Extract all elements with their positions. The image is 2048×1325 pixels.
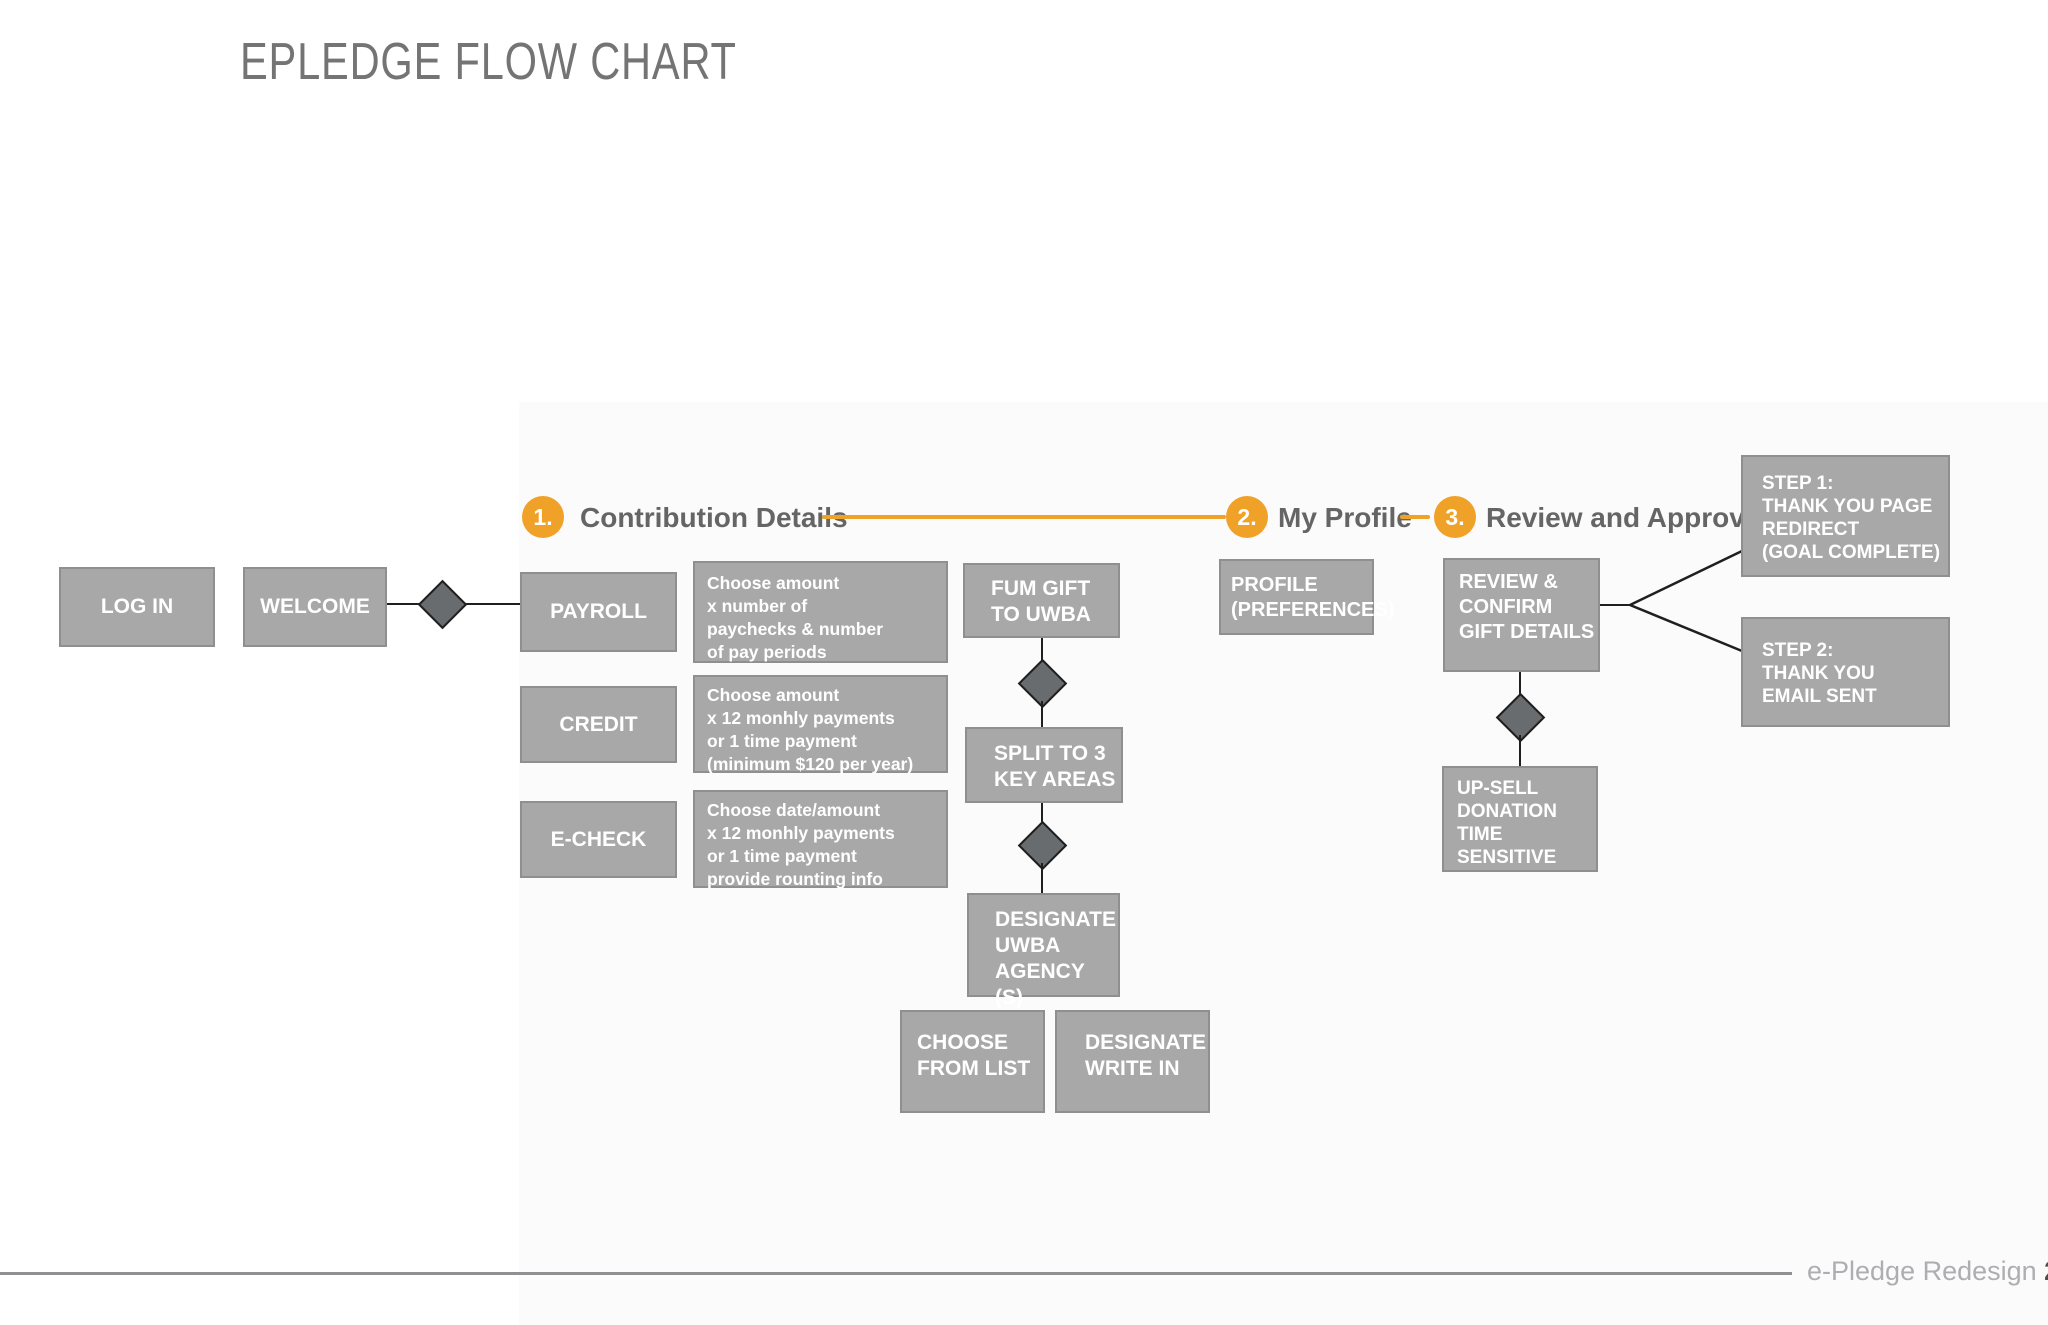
flow-box-review: REVIEW & CONFIRM GIFT DETAILS [1443,558,1600,672]
flow-box-profile: PROFILE (PREFERENCES) [1219,559,1394,635]
flow-box-split: SPLIT TO 3 KEY AREAS [965,727,1123,803]
note-payroll: Choose amount x number of paychecks & nu… [693,561,948,663]
step-2-label: My Profile [1278,502,1412,533]
step-1-badge: 1. [522,496,564,538]
decision-diamond-payment [417,579,468,630]
connector-diamond-upsell [1519,735,1521,766]
flow-box-upsell: UP-SELL DONATION TIME SENSITIVE [1442,766,1598,872]
connector-welcome-diamond [387,603,421,605]
flow-box-payroll: PAYROLL [520,572,677,652]
step-2-badge: 2. [1226,496,1268,538]
step-3-badge: 3. [1434,496,1476,538]
note-credit: Choose amount x 12 monhly payments or 1 … [693,675,948,774]
footer-rule [0,1272,1792,1275]
flow-box-echeck: E-CHECK [520,801,677,878]
flow-box-designate-write-in: DESIGNATE WRITE IN [1055,1010,1210,1113]
footer-caption: e-Pledge Redesign 2 [1807,1256,2048,1287]
connector-review-diamond [1519,672,1521,700]
connector-split-diamond [1041,803,1043,828]
footer-page-number: 2 [2044,1256,2048,1286]
flow-box-step1: STEP 1: THANK YOU PAGE REDIRECT (GOAL CO… [1741,455,1950,577]
step-connector-orange-2 [1400,515,1430,519]
note-echeck: Choose date/amount x 12 monhly payments … [693,790,948,889]
step-connector-orange-1 [822,515,1226,519]
flow-box-step2: STEP 2: THANK YOU EMAIL SENT [1741,617,1950,727]
flow-box-fum-gift: FUM GIFT TO UWBA [963,563,1120,638]
step-3-label: Review and Approve [1486,502,1761,533]
page-title: EPLEDGE FLOW CHART [240,33,737,91]
connector-review-fork [1600,604,1631,606]
flow-box-choose-from-list: CHOOSE FROM LIST [900,1010,1045,1113]
flow-box-designate-agency: DESIGNATE UWBA AGENCY (S) [967,893,1120,1009]
flow-box-login: LOG IN [59,567,215,647]
connector-fum-diamond [1041,638,1043,666]
footer-caption-text: e-Pledge Redesign [1807,1256,2045,1286]
step-1-label: Contribution Details [580,502,848,533]
connector-diamond-designate [1041,863,1043,893]
connector-diamond-split [1041,701,1043,727]
flow-box-welcome: WELCOME [243,567,387,647]
connector-diamond-payroll [465,603,520,605]
flow-box-credit: CREDIT [520,686,677,763]
